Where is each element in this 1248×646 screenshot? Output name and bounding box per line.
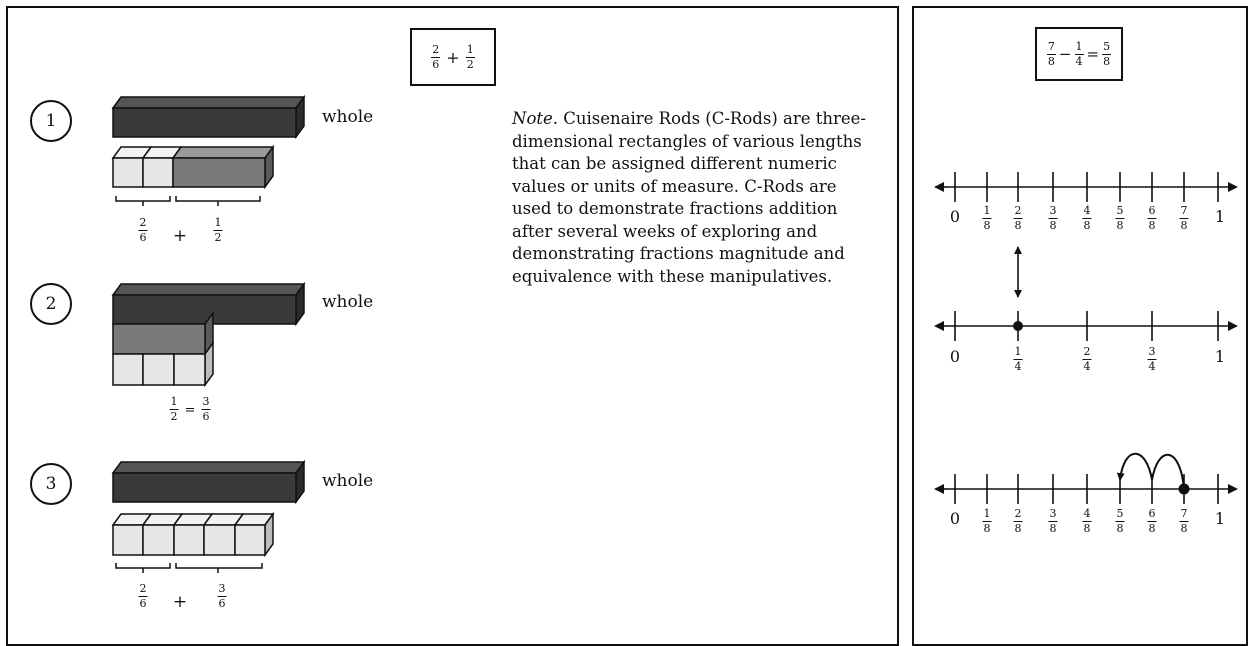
- plus-sign: +: [446, 47, 460, 67]
- step-number-3: 3: [30, 463, 72, 505]
- step2-operator: =: [184, 403, 196, 418]
- equals-sign: =: [1086, 45, 1100, 63]
- note-text: Cuisenaire Rods (C-Rods) are three-dimen…: [512, 109, 866, 286]
- line3-label-1: 1: [1214, 509, 1226, 528]
- line1-label-0: 0: [949, 207, 961, 226]
- ticks-line-1: [954, 172, 1219, 202]
- whole-label: whole: [322, 292, 374, 312]
- note-label: Note.: [512, 109, 559, 128]
- step-number-1: 1: [30, 100, 72, 142]
- whole-label: whole: [322, 107, 374, 127]
- step-number-2: 2: [30, 283, 72, 325]
- line2-label-1: 1: [1214, 347, 1226, 366]
- note-paragraph: Note. Cuisenaire Rods (C-Rods) are three…: [512, 108, 874, 288]
- point-one-fourth: [1013, 321, 1023, 331]
- cuisenaire-rods-diagram: [111, 94, 306, 573]
- point-seven-eighths: [1178, 483, 1190, 495]
- step3-operator: +: [172, 592, 188, 612]
- line3-label-0: 0: [949, 509, 961, 528]
- step1-operator: +: [172, 226, 188, 246]
- line1-label-1: 1: [1214, 207, 1226, 226]
- whole-label: whole: [322, 471, 374, 491]
- line2-label-0: 0: [949, 347, 961, 366]
- minus-sign: −: [1058, 45, 1072, 63]
